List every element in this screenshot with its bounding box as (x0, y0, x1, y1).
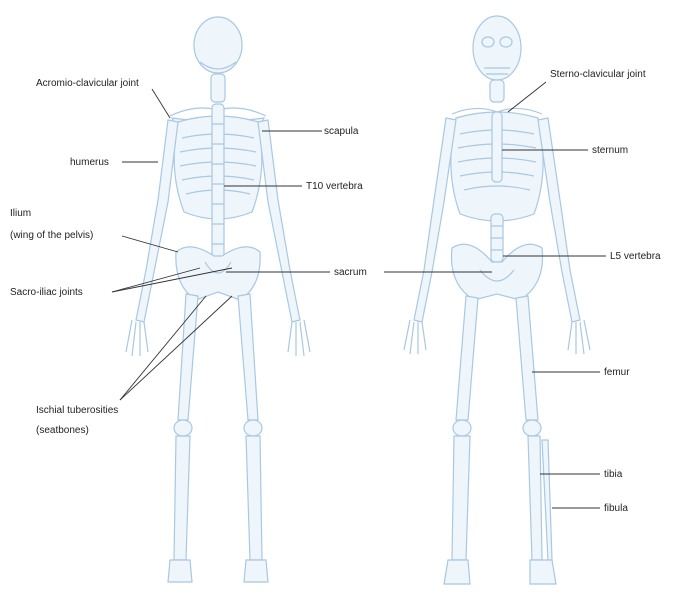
label-fibula: fibula (604, 503, 628, 514)
label-t10: T10 vertebra (306, 181, 363, 192)
label-sacroiliac: Sacro-iliac joints (10, 287, 83, 298)
label-ilium: Ilium (10, 208, 31, 219)
posterior-skeleton (126, 17, 310, 582)
label-femur: femur (604, 367, 630, 378)
label-sternum: sternum (592, 145, 628, 156)
posterior-right-femur (238, 294, 258, 420)
label-humerus: humerus (70, 157, 109, 168)
anterior-right-femur (516, 296, 538, 420)
label-sacrum: sacrum (334, 267, 367, 278)
label-acromio-clavicular: Acromio-clavicular joint (36, 78, 139, 89)
leader-acromio-clavicular (152, 89, 170, 118)
posterior-left-arm (136, 120, 178, 322)
posterior-right-arm (258, 120, 300, 322)
posterior-left-lowerleg (174, 436, 190, 560)
leader-sterno-clavicular (508, 82, 546, 112)
posterior-right-lowerleg (246, 436, 262, 560)
anterior-left-arm (414, 118, 456, 322)
anterior-left-femur (456, 296, 478, 420)
label-scapula: scapula (324, 126, 359, 137)
label-ilium-sub: (wing of the pelvis) (10, 230, 93, 241)
label-ischial: Ischial tuberosities (36, 405, 118, 416)
labels: Acromio-clavicular joint scapula humerus… (10, 69, 661, 514)
leader-ischial-2 (120, 296, 232, 400)
anterior-right-fibula (542, 440, 552, 560)
label-ischial-sub: (seatbones) (36, 425, 89, 436)
anterior-sternum (492, 112, 502, 182)
anterior-right-tibia (528, 436, 542, 560)
posterior-left-femur (178, 294, 198, 420)
label-sterno-clavicular: Sterno-clavicular joint (550, 69, 646, 80)
anterior-skull (473, 16, 521, 80)
anterior-left-lowerleg (452, 436, 470, 560)
label-l5: L5 vertebra (610, 251, 661, 262)
posterior-skull (194, 17, 242, 73)
anterior-skeleton (404, 16, 590, 584)
anterior-right-arm (538, 118, 580, 322)
label-tibia: tibia (604, 469, 623, 480)
